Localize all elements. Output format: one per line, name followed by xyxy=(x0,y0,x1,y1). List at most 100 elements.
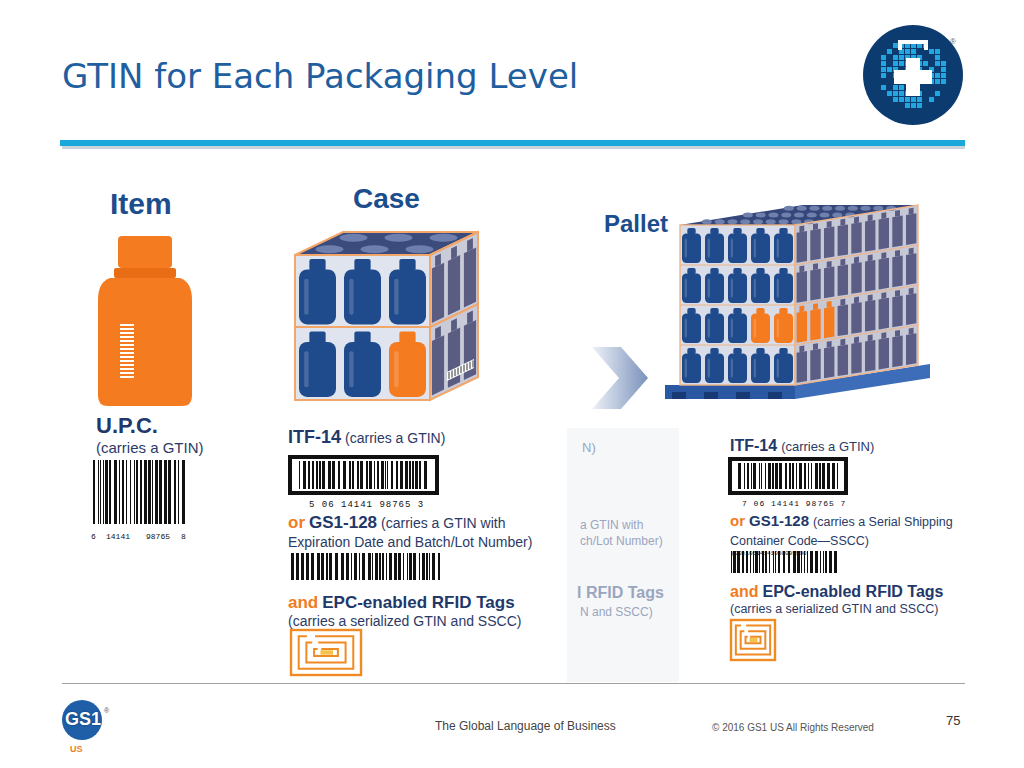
bottle-label xyxy=(120,324,134,378)
bottle-body xyxy=(892,296,902,328)
text-group: Case xyxy=(353,182,553,215)
bottle-cap xyxy=(710,268,718,274)
gs1-128-barcode xyxy=(291,553,440,580)
rfid-tag xyxy=(291,630,361,675)
barcode-bar xyxy=(825,551,827,573)
barcode-bar xyxy=(738,463,741,489)
bottle-top xyxy=(715,219,725,224)
bottle-top xyxy=(768,213,778,218)
barcode-bar xyxy=(98,460,99,524)
label-line xyxy=(120,328,134,330)
bottle-cap xyxy=(467,238,473,252)
bottle-cap xyxy=(756,228,764,234)
bottle-shine xyxy=(708,359,710,378)
case-side xyxy=(430,232,478,400)
bottle-body xyxy=(728,354,747,383)
barcode-bar xyxy=(808,463,809,489)
slide-label: US xyxy=(70,744,83,754)
label-line xyxy=(120,356,134,358)
bottle-cap xyxy=(799,266,804,273)
barcode-bar xyxy=(820,551,821,573)
bottle-body xyxy=(705,234,724,263)
case-label-bar xyxy=(455,369,456,376)
bottle-body xyxy=(879,298,889,330)
slide-label: Item xyxy=(110,187,172,220)
bottle-shine xyxy=(394,279,398,315)
bottle-body xyxy=(865,220,875,252)
bottle-body xyxy=(448,255,460,315)
barcode-bar xyxy=(422,553,425,580)
upc-barcode xyxy=(93,460,185,524)
bottle-shine xyxy=(685,359,687,378)
logo-pixel xyxy=(881,55,886,60)
barcode-bar xyxy=(398,553,401,580)
barcode-bar xyxy=(178,460,179,524)
bottle-cap xyxy=(895,290,900,297)
bottle-cap xyxy=(854,217,859,224)
text-group: 7 06 14141 98765 7 xyxy=(742,492,902,511)
label-line xyxy=(120,332,134,334)
text-group: orGS1-128(carries a Serial Shipping Cont… xyxy=(730,512,962,550)
logo-pixel xyxy=(941,73,946,78)
barcode-bar xyxy=(343,461,346,489)
bottle-top xyxy=(797,206,807,211)
logo-pixel xyxy=(887,91,892,96)
bottle-body xyxy=(432,263,444,323)
logo-pixel xyxy=(893,85,898,90)
bottle-cap xyxy=(451,246,457,260)
text-group: 75 xyxy=(946,711,986,730)
bottle-body xyxy=(906,333,916,365)
logo-pixel xyxy=(905,103,910,108)
barcode-bar xyxy=(299,461,300,489)
case-label xyxy=(447,359,474,381)
bottle-neck xyxy=(114,268,176,278)
bottle-cap xyxy=(467,311,473,325)
bottle-body xyxy=(774,234,793,263)
barcode-bar xyxy=(319,461,321,489)
barcode-bar xyxy=(761,463,762,489)
slide-label: Case xyxy=(353,183,420,214)
slide-label: U.P.C. xyxy=(96,413,256,439)
barcode-bar xyxy=(308,461,310,489)
case-label-bar xyxy=(464,365,465,372)
bottle-top xyxy=(740,219,750,224)
label-line xyxy=(120,324,134,326)
barcode-bar xyxy=(412,461,414,489)
pallet-slot xyxy=(672,392,686,399)
bottle-cap xyxy=(710,228,718,234)
pallet-layer-line xyxy=(795,325,918,345)
slide-label: © 2016 GS1 US All Rights Reserved xyxy=(712,722,874,733)
barcode-bar xyxy=(385,461,386,489)
barcode-bar xyxy=(389,553,392,580)
pallet-layer-line xyxy=(680,264,795,265)
bottle-cap xyxy=(854,297,859,304)
slide-label: ch/Lot Number) xyxy=(580,534,663,548)
barcode-bar xyxy=(164,460,167,524)
case-front xyxy=(295,255,430,400)
bottle-shine xyxy=(731,359,733,378)
bottle-body xyxy=(851,222,861,254)
rfid-coil xyxy=(299,636,354,668)
barcode-bar xyxy=(810,551,813,573)
bottle-cap xyxy=(435,253,441,267)
bottle-cap xyxy=(779,348,787,354)
pallet-illustration xyxy=(665,205,930,399)
slide-label: or xyxy=(288,513,305,532)
slide-label: and xyxy=(730,583,758,600)
barcode-bar xyxy=(815,551,818,573)
bottle-top xyxy=(832,213,842,218)
pallet-layer-line xyxy=(680,304,795,305)
bottle-body xyxy=(906,253,916,285)
bottle-shine xyxy=(685,239,687,258)
barcode-bar xyxy=(424,461,427,489)
bottle-body xyxy=(389,269,426,324)
barcode-bar xyxy=(335,553,338,580)
label-line xyxy=(120,348,134,350)
bottle-shine xyxy=(394,351,398,387)
slide-label: The Global Language of Business xyxy=(435,719,616,733)
label-line xyxy=(120,360,134,362)
itf-barcode xyxy=(299,461,427,489)
bottle-top xyxy=(835,206,845,211)
bottle-cap xyxy=(799,346,804,353)
